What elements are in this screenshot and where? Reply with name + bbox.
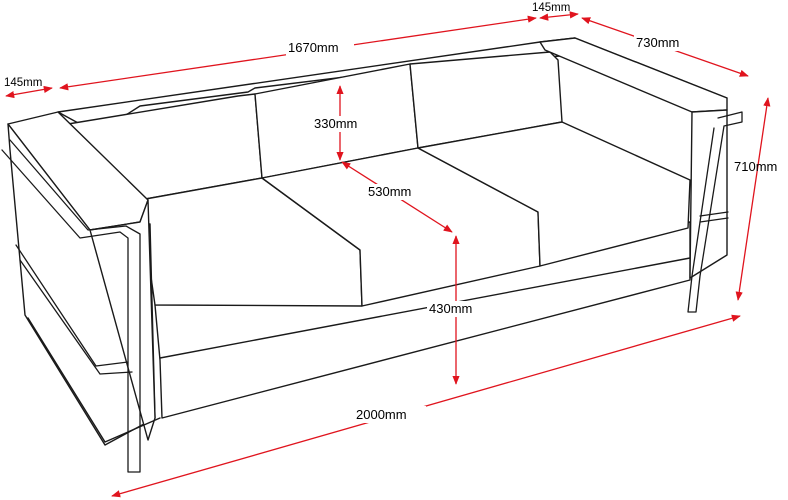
- arm-right-side: [689, 109, 728, 279]
- dim-total-height-arrow: [735, 97, 771, 301]
- label-depth: 730mm: [636, 35, 679, 50]
- seat-cushion-right: [417, 121, 691, 267]
- dim-arm-right-arrow: [539, 11, 579, 21]
- label-arm-left: 145mm: [4, 77, 42, 89]
- frame-right-bar: [699, 211, 729, 223]
- label-arm-right: 145mm: [532, 2, 570, 14]
- label-seat-depth: 530mm: [368, 184, 411, 199]
- arm-right-top: [539, 37, 728, 113]
- dimension-labels: 145mm 1670mm 145mm 730mm 330mm 530mm 430…: [4, 2, 777, 422]
- label-total-height: 710mm: [734, 159, 777, 174]
- dim-arm-left-arrow: [5, 85, 53, 99]
- label-back-cushion: 330mm: [314, 116, 357, 131]
- label-total-width: 2000mm: [356, 407, 407, 422]
- label-seat-height: 430mm: [429, 301, 472, 316]
- label-knockouts: [286, 35, 696, 423]
- label-seat-width: 1670mm: [288, 40, 339, 55]
